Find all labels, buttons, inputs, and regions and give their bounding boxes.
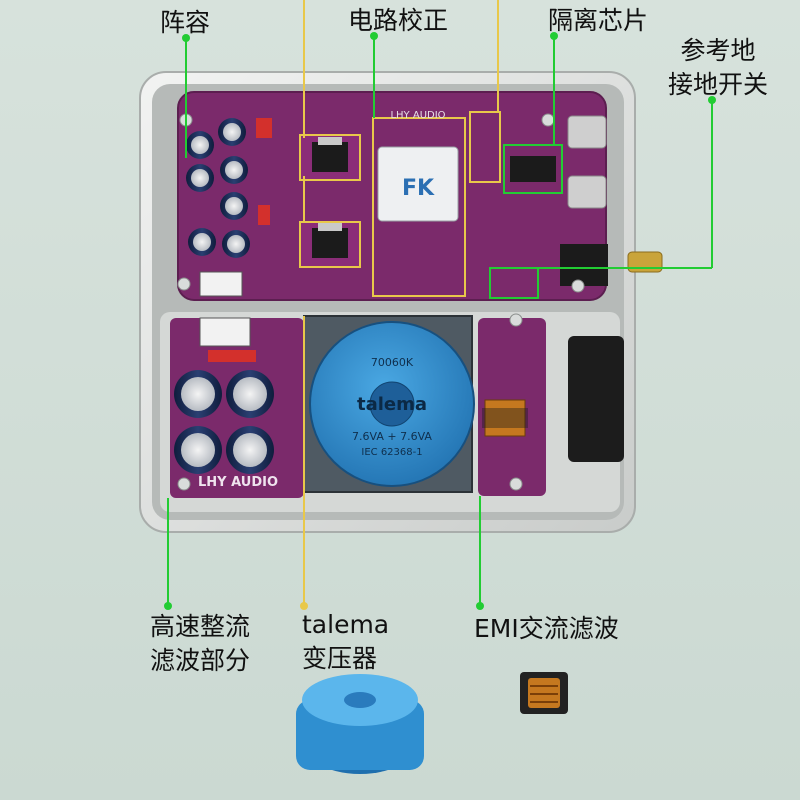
label-emi-filter: EMI交流滤波 — [474, 612, 619, 646]
usb-port-1 — [567, 115, 607, 149]
transformer-photo — [296, 674, 424, 774]
label-ground-switch-line1: 参考地 — [680, 36, 756, 65]
filter-capacitors — [174, 350, 274, 474]
brand-silkscreen-bottom: LHY AUDIO — [198, 475, 278, 490]
label-rectifier: 高速整流 滤波部分 — [150, 610, 250, 678]
label-circuit-correction: 电路校正 — [348, 4, 448, 38]
small-capacitors — [186, 118, 272, 258]
label-transformer-line2: 变压器 — [302, 644, 378, 673]
label-circuit-correction-text: 电路校正 — [348, 6, 449, 35]
transformer-brand: talema — [357, 394, 427, 415]
label-isolation-chip-text: 隔离芯片 — [548, 6, 649, 35]
label-isolation-chip: 隔离芯片 — [548, 4, 648, 38]
usb-port-2 — [567, 175, 607, 209]
label-transformer-line1: talema — [302, 610, 390, 639]
emi-choke-photo — [520, 672, 568, 714]
label-rectifier-line2: 滤波部分 — [150, 646, 251, 675]
fk-logo: FK — [402, 176, 435, 201]
label-capacitors-text: 阵容 — [160, 8, 211, 37]
fk-module — [377, 146, 459, 222]
transformer-standard: IEC 62368-1 — [361, 447, 422, 458]
callout-lines — [167, 0, 713, 606]
label-ground-switch-line2: 接地开关 — [668, 70, 769, 99]
label-capacitors: 阵容 — [160, 6, 210, 40]
transformer-model: 70060K — [371, 356, 414, 369]
label-ground-switch: 参考地 接地开关 — [668, 34, 768, 102]
label-emi-filter-text: EMI交流滤波 — [474, 614, 619, 643]
regulators — [299, 134, 361, 268]
emi-choke — [484, 399, 526, 437]
isolation-chip — [510, 156, 556, 182]
brand-silkscreen-top: LHY AUDIO — [390, 110, 445, 121]
power-inlet — [568, 336, 624, 462]
label-rectifier-line1: 高速整流 — [150, 612, 251, 641]
label-transformer: talema 变压器 — [302, 608, 389, 676]
transformer-rating: 7.6VA + 7.6VA — [352, 430, 432, 443]
